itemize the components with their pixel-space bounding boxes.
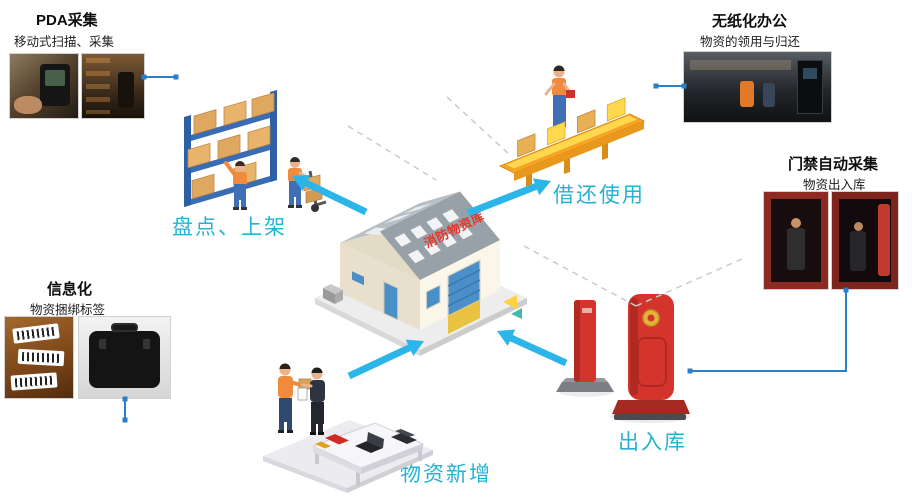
- printer-top: [395, 429, 415, 437]
- yellow-item: [315, 441, 331, 449]
- hand-shape: [14, 96, 42, 114]
- conveyor-worker-illustration: [492, 48, 657, 198]
- door-frame-shape: [832, 192, 898, 289]
- pda-group-title: PDA采集: [36, 12, 98, 29]
- equipment-table: [311, 422, 425, 486]
- label-inventory-shelving: 盘点、上架: [172, 216, 287, 239]
- label-borrow-return-use: 借还使用: [553, 184, 645, 207]
- case-latch-shape: [99, 339, 106, 349]
- conveyor-svg: [498, 65, 646, 188]
- access-group-title: 门禁自动采集: [788, 156, 879, 173]
- gate-pillar-right: [612, 294, 690, 420]
- gate-pillar-shape: [878, 204, 890, 276]
- rack-stripes-shape: [86, 58, 110, 114]
- conveyor-worker: [544, 65, 575, 127]
- person-body-shape: [850, 231, 866, 271]
- paperless-office-kiosk-photo: [684, 52, 831, 122]
- door-frame-shape: [764, 192, 828, 289]
- person-silhouette-shape: [118, 72, 134, 108]
- barcode-label: [17, 348, 65, 367]
- vest-worker-shape: [739, 81, 754, 108]
- shelf-illustration-svg: [184, 90, 327, 212]
- laptop-screen: [367, 432, 384, 448]
- worker-shape: [763, 82, 776, 107]
- label-new-material: 物资新增: [400, 463, 492, 486]
- info-group-title: 信息化: [47, 281, 93, 298]
- info-group-subtitle: 物资捆绑标签: [30, 303, 106, 317]
- person-head-shape: [854, 222, 863, 231]
- pda-group-subtitle: 移动式扫描、采集: [14, 35, 115, 49]
- shelf-workers-illustration: [168, 75, 358, 230]
- laptop-base: [355, 441, 383, 453]
- label-in-out-warehouse: 出入库: [618, 431, 687, 454]
- loading-ramp: [448, 300, 480, 334]
- barcode-label: [10, 372, 58, 391]
- gate-panel-left: [556, 300, 614, 392]
- case-latch-shape: [143, 339, 150, 349]
- equipment-case-photo: [79, 317, 170, 398]
- bundled-barcode-labels-photo: [5, 317, 73, 398]
- paperless-group-subtitle: 物资的领用与归还: [700, 35, 801, 49]
- access-group-subtitle: 物资出入库: [803, 178, 866, 192]
- access-door-left-photo: [764, 192, 828, 289]
- person-giving-box: [278, 363, 312, 433]
- kiosk-screen-shape: [803, 68, 817, 79]
- people-svg: [263, 363, 433, 493]
- pda-warehouse-scanning-photo: [82, 54, 144, 118]
- paperless-group-title: 无纸化办公: [712, 13, 788, 30]
- skylight-strips: [394, 209, 473, 264]
- connector-access: [690, 290, 847, 372]
- person-head-shape: [791, 218, 801, 228]
- decor-triangle: [503, 295, 517, 309]
- barcode-label: [12, 323, 60, 344]
- decor-triangle: [511, 308, 522, 319]
- case-handle-shape: [111, 323, 138, 332]
- person-body-shape: [787, 228, 805, 270]
- worker-picking: [224, 161, 247, 210]
- person-with-clipboard: [297, 367, 325, 435]
- gates-svg: [556, 294, 690, 423]
- pda-handheld-scanner-photo: [10, 54, 78, 118]
- printer-device: [391, 433, 417, 444]
- ac-unit: [323, 284, 343, 304]
- shelf-line-shape: [690, 60, 791, 70]
- red-box: [566, 90, 575, 98]
- clipboard: [297, 387, 308, 401]
- red-case: [325, 434, 349, 445]
- pda-screen-shape: [45, 70, 65, 86]
- access-door-right-photo: [832, 192, 898, 289]
- security-gates-illustration: [556, 288, 691, 423]
- people-handover-illustration: [255, 348, 440, 493]
